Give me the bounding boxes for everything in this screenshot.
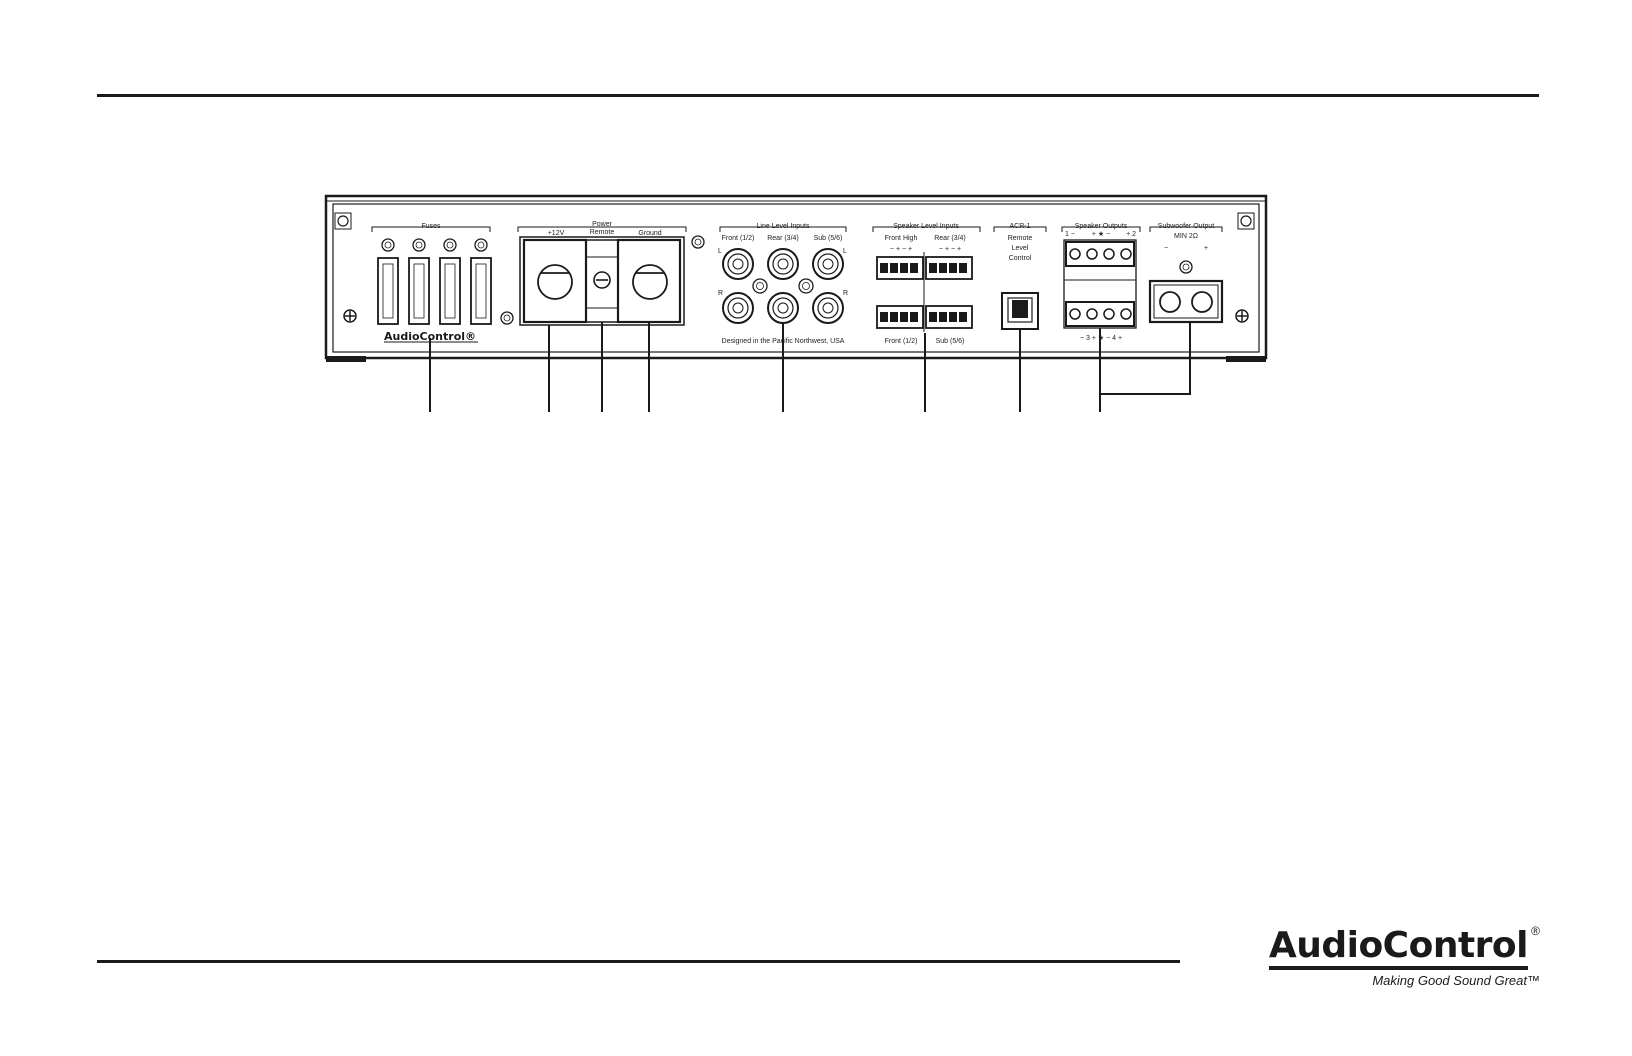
chassis [324, 194, 1268, 362]
sub-minus-label: − [1164, 245, 1168, 252]
line-inputs-label: Line Level Inputs [757, 223, 810, 230]
min-ohm-label: MIN 2Ω [1174, 233, 1198, 240]
right-l-label: L [843, 248, 847, 255]
acr-level-label: Level [1012, 245, 1029, 252]
brand-registered-mark: ® [1531, 924, 1540, 938]
speaker-outputs-section: Speaker Outputs 1 − + ★ − + 2 − 3 + ★ − … [1061, 223, 1141, 342]
corner-screw-right [1237, 212, 1255, 230]
acr-label: ACR-1 [1009, 223, 1030, 230]
polarity-row-left: − + − + [890, 246, 912, 253]
brand-tagline: Making Good Sound Great™ [1372, 973, 1540, 988]
sub-output-label: Subwoofer Output [1158, 223, 1214, 230]
remote-label: Remote [590, 229, 615, 236]
bottom-rule [97, 960, 1180, 963]
speaker-inputs-label: Speaker Level Inputs [893, 223, 959, 230]
sub56b-label: Sub (5/6) [936, 338, 965, 345]
ground-label: Ground [638, 230, 661, 237]
sub-plus-label: + [1204, 245, 1208, 252]
sub-output-section: Subwoofer Output MIN 2Ω − + [1148, 223, 1224, 324]
mount-screw-left-icon [343, 309, 357, 323]
sub56-label: Sub (5/6) [814, 235, 843, 242]
out-top-1-label: 1 − [1065, 231, 1075, 238]
panel-brand-logo: AudioControl® [384, 330, 476, 343]
right-r-label: R [843, 290, 848, 297]
corner-screw-left [334, 212, 352, 230]
out-top-2-label: + 2 [1126, 231, 1136, 238]
power-section: Power +12V Remote Ground [500, 221, 705, 326]
callout-lines [429, 322, 1191, 412]
polarity-row-right: − + − + [939, 246, 961, 253]
out-top-mid-label: + ★ − [1092, 230, 1110, 238]
speaker-outputs-label: Speaker Outputs [1075, 223, 1128, 230]
acr-control-label: Control [1009, 255, 1032, 262]
fuses-label: Fuses [421, 223, 441, 230]
speaker-inputs-section: Speaker Level Inputs Front High Rear (3/… [872, 223, 981, 345]
front12b-label: Front (1/2) [885, 338, 918, 345]
rear34b-label: Rear (3/4) [934, 235, 966, 242]
power-label: Power [592, 221, 613, 228]
mount-screw-right-icon [1235, 309, 1249, 323]
acr-section: ACR-1 Remote Level Control [993, 223, 1047, 330]
top-rule [97, 94, 1539, 97]
front12-label: Front (1/2) [722, 235, 755, 242]
plus12v-label: +12V [548, 230, 565, 237]
left-r-label: R [718, 290, 723, 297]
left-l-label: L [718, 248, 722, 255]
brand-logo: AudioControl [1268, 926, 1529, 970]
fuses-section: Fuses AudioControl® [371, 223, 492, 343]
brand-block: AudioControl ® Making Good Sound Great™ [1200, 920, 1540, 990]
front-high-label: Front High [885, 235, 918, 242]
rear34-label: Rear (3/4) [767, 235, 799, 242]
acr-remote-label: Remote [1008, 235, 1033, 242]
